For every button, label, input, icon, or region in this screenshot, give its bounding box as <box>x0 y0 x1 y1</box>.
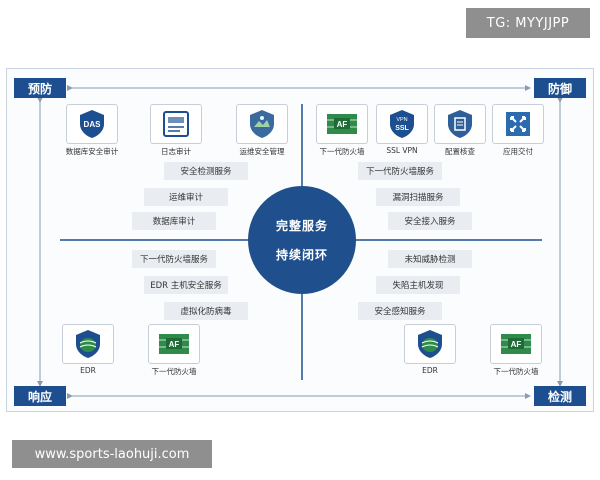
pill-tl-2: 运维审计 <box>144 188 228 206</box>
edr-right-card <box>404 324 456 364</box>
pill-bl-2: EDR 主机安全服务 <box>144 276 228 294</box>
pill-br-1: 未知威胁检测 <box>388 250 472 268</box>
center-line-2: 持续闭环 <box>275 248 328 262</box>
svg-text:VPN: VPN <box>396 117 407 123</box>
pill-bl-3: 虚拟化防病毒 <box>164 302 248 320</box>
svg-text:AF: AF <box>169 340 180 349</box>
pill-tl-1: 安全检测服务 <box>164 162 248 180</box>
af-top-label: 下一代防火墙 <box>319 147 365 156</box>
log-audit-label: 日志审计 <box>161 147 191 156</box>
pill-tr-2: 漏洞扫描服务 <box>376 188 460 206</box>
ssl-vpn-icon: VPN SSL <box>390 110 414 138</box>
af-bl-card: AF <box>148 324 200 364</box>
pill-tl-3: 数据库审计 <box>132 212 216 230</box>
config-label: 配置核查 <box>445 147 475 156</box>
center-line-1: 完整服务 <box>275 219 328 233</box>
pill-bl-1: 下一代防火墙服务 <box>132 250 216 268</box>
svg-text:AF: AF <box>511 340 522 349</box>
svg-text:AF: AF <box>337 120 348 129</box>
af-firewall-icon: AF <box>159 334 189 354</box>
pill-br-2: 失陷主机发现 <box>376 276 460 294</box>
app-delivery-card <box>492 104 544 144</box>
af-br-label: 下一代防火墙 <box>493 367 539 376</box>
pill-br-3: 安全感知服务 <box>358 302 442 320</box>
svg-text:SSL: SSL <box>395 125 409 132</box>
app-delivery-icon <box>506 112 530 136</box>
ops-card <box>236 104 288 144</box>
edr-left-card <box>62 324 114 364</box>
watermark: www.sports-laohuji.com <box>12 440 212 468</box>
log-audit-card <box>150 104 202 144</box>
das-icon: DAS <box>80 110 104 138</box>
ops-label: 运维安全管理 <box>239 147 285 156</box>
svg-text:DAS: DAS <box>84 120 102 129</box>
af-firewall-icon: AF <box>501 334 531 354</box>
corner-defend: 防御 <box>534 78 586 98</box>
edr-shield-icon <box>76 330 100 358</box>
das-card: DAS <box>66 104 118 144</box>
af-bl-label: 下一代防火墙 <box>151 367 197 376</box>
log-audit-icon <box>163 111 189 137</box>
ssl-vpn-label: SSL VPN <box>386 146 418 155</box>
af-br-card: AF <box>490 324 542 364</box>
corner-detect: 检测 <box>534 386 586 406</box>
pill-tr-1: 下一代防火墙服务 <box>358 162 442 180</box>
center-circle: 完整服务 持续闭环 <box>248 186 356 294</box>
das-label: 数据库安全审计 <box>65 147 119 156</box>
edr-shield-icon <box>418 330 442 358</box>
corner-prevent: 预防 <box>14 78 66 98</box>
ssl-vpn-card: VPN SSL <box>376 104 428 144</box>
config-check-icon <box>448 110 472 138</box>
ops-shield-icon <box>250 110 274 138</box>
tg-badge: TG: MYYJJPP <box>466 8 590 38</box>
edr-left-label: EDR <box>80 366 96 375</box>
af-firewall-icon: AF <box>327 114 357 134</box>
edr-right-label: EDR <box>422 366 438 375</box>
af-top-card: AF <box>316 104 368 144</box>
config-card <box>434 104 486 144</box>
pill-tr-3: 安全接入服务 <box>388 212 472 230</box>
app-delivery-label: 应用交付 <box>503 147 533 156</box>
corner-respond: 响应 <box>14 386 66 406</box>
